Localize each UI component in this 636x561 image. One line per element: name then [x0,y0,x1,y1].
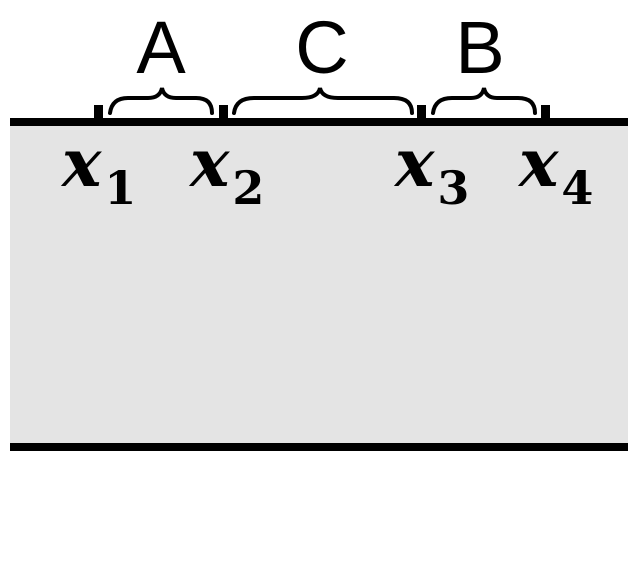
point-sub-x3: 3 [437,161,469,215]
point-sub-x2: 2 [232,161,264,215]
point-var-x2: x [188,124,230,202]
point-label-x4: x4 [517,124,593,215]
brace-B [431,87,537,115]
tick-x4 [541,105,550,122]
point-var-x4: x [517,124,559,202]
point-var-x1: x [60,124,102,202]
point-label-x2: x2 [188,124,264,215]
point-var-x3: x [393,124,435,202]
point-label-x3: x3 [393,124,469,215]
point-label-x1: x1 [60,124,136,215]
point-sub-x1: 1 [104,161,136,215]
segment-label-A: A [136,6,186,89]
tick-x2 [219,105,228,122]
brace-A [108,87,214,115]
tick-x3 [417,105,426,122]
segment-label-C: C [295,6,348,89]
brace-C [232,87,414,115]
point-sub-x4: 4 [561,161,593,215]
gray-strip [10,122,628,447]
tick-x1 [94,105,103,122]
segment-label-B: B [455,6,504,89]
